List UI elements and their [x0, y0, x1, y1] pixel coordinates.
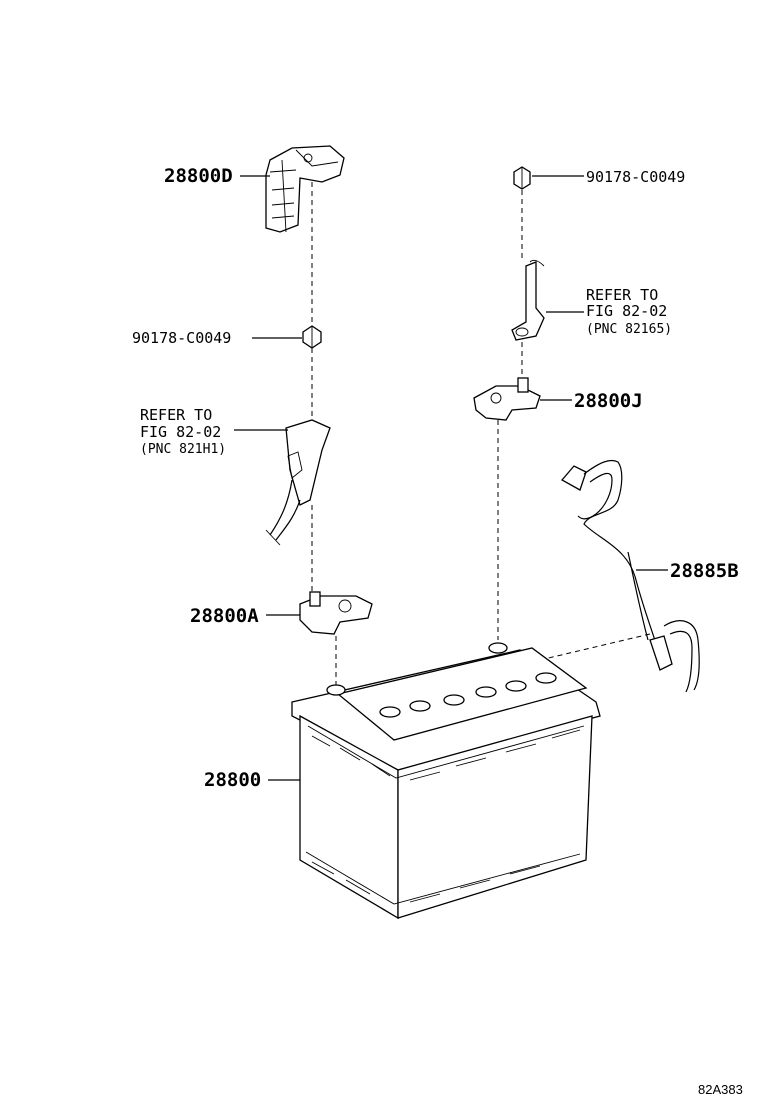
- label-28800a: 28800A: [190, 605, 259, 627]
- ref-left-line3: (PNC 821H1): [140, 442, 226, 457]
- label-28885b: 28885B: [670, 560, 739, 582]
- cable-end-left[interactable]: [265, 419, 331, 546]
- label-nut-top: 90178-C0049: [586, 168, 685, 186]
- ref-right-line2: FIG 82-02: [586, 302, 667, 320]
- label-28800d: 28800D: [164, 165, 233, 187]
- ref-right-line3: (PNC 82165): [586, 322, 672, 337]
- label-28800j: 28800J: [574, 390, 643, 412]
- figure-id: 82A383: [698, 1082, 743, 1097]
- nut-left[interactable]: [302, 325, 322, 349]
- cable-end-right[interactable]: [511, 259, 545, 341]
- battery-28800[interactable]: [291, 642, 601, 920]
- terminal-28800a[interactable]: [299, 591, 373, 635]
- terminal-28800j[interactable]: [473, 377, 541, 421]
- cable-28885b[interactable]: [560, 459, 700, 693]
- label-nut-left: 90178-C0049: [132, 329, 231, 347]
- terminal-cover-28800d[interactable]: [265, 145, 345, 233]
- ref-right-line1: REFER TO: [586, 286, 658, 304]
- ref-left-line2: FIG 82-02: [140, 423, 221, 441]
- label-28800: 28800: [204, 769, 261, 791]
- nut-top[interactable]: [513, 166, 531, 190]
- ref-left-line1: REFER TO: [140, 406, 212, 424]
